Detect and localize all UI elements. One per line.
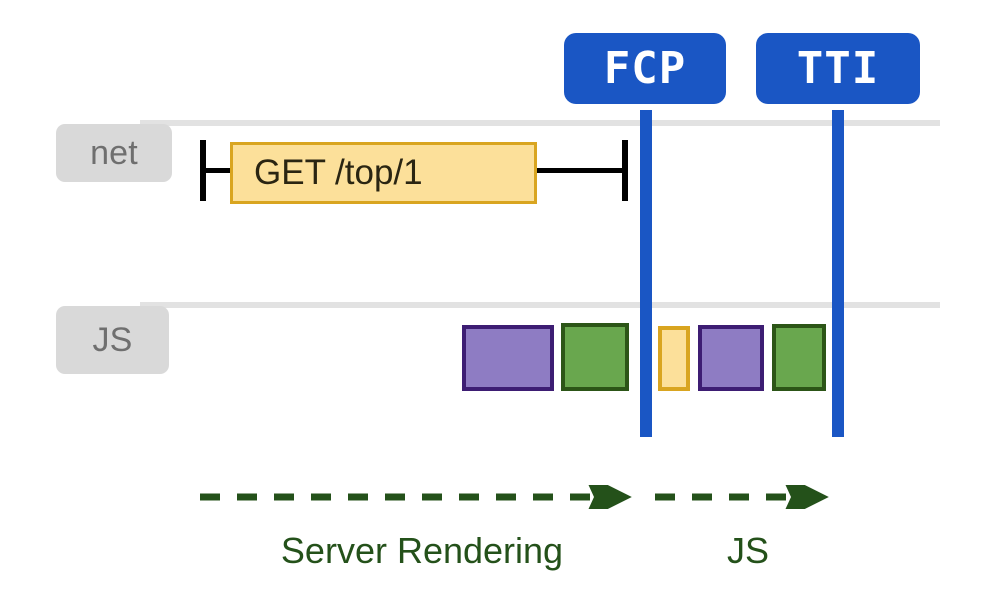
lane-label-net: net (56, 124, 172, 182)
phase-arrow-server-rendering (200, 485, 632, 509)
js-task-block-4[interactable] (698, 325, 764, 391)
marker-badge-tti[interactable]: TTI (756, 33, 920, 104)
lane-label-js: JS (56, 306, 169, 374)
network-request-bar[interactable]: GET /top/1 (230, 142, 537, 204)
lane-rule-js (140, 302, 940, 308)
phase-arrow-js (655, 485, 829, 509)
request-end-connector (534, 168, 626, 173)
js-task-block-5[interactable] (772, 324, 826, 391)
marker-line-fcp (640, 110, 652, 437)
marker-line-tti (832, 110, 844, 437)
request-end-whisker (622, 140, 628, 201)
phase-caption-server-rendering: Server Rendering (280, 530, 564, 571)
marker-badge-fcp[interactable]: FCP (564, 33, 726, 104)
js-task-block-1[interactable] (462, 325, 554, 391)
js-task-block-2[interactable] (561, 323, 629, 391)
request-start-connector (203, 168, 233, 173)
js-task-block-3[interactable] (658, 326, 690, 391)
phase-caption-js: JS (726, 530, 769, 571)
lane-rule-net (140, 120, 940, 126)
